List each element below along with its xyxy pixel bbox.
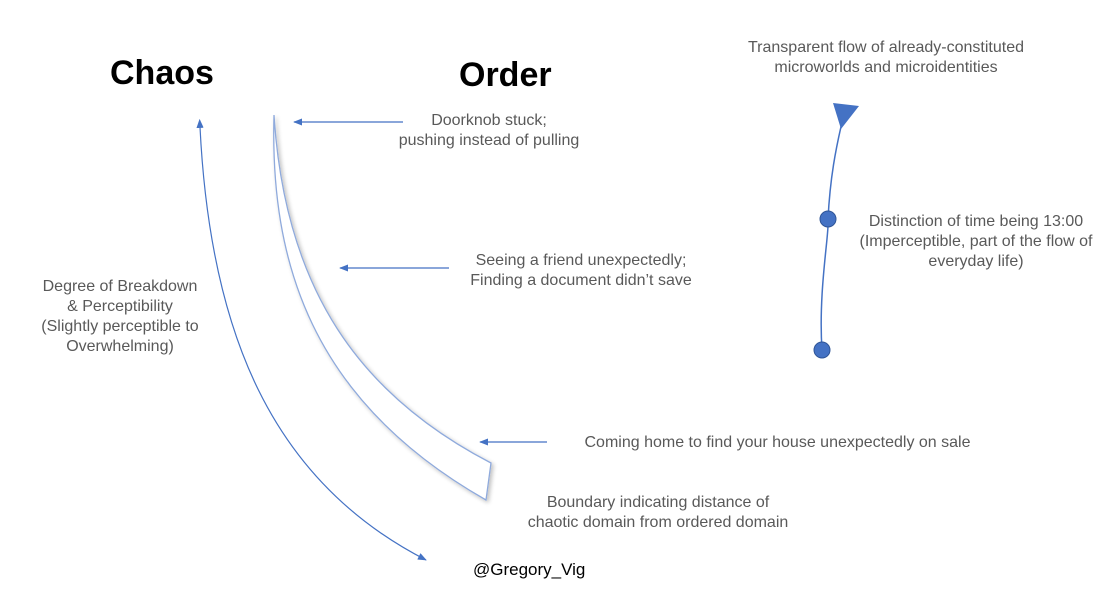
author-credit: @Gregory_Vig bbox=[473, 560, 586, 579]
order-title: Order bbox=[459, 56, 552, 94]
boundary-line-2: chaotic domain from ordered domain bbox=[527, 514, 789, 531]
house-label: Coming home to find your house unexpecte… bbox=[550, 433, 1005, 453]
boundary-crescent-shape bbox=[273, 114, 492, 502]
doorknob-label: Doorknob stuck; pushing instead of pulli… bbox=[369, 111, 609, 151]
transparent-flow-line-2: microworlds and microidentities bbox=[774, 59, 998, 76]
friend-line-2: Finding a document didn’t save bbox=[470, 272, 692, 289]
chaos-title: Chaos bbox=[110, 54, 214, 92]
transparent-flow-line-1: Transparent flow of already-constituted bbox=[748, 39, 1024, 56]
breakdown-scale-arrow bbox=[196, 118, 427, 561]
breakdown-line-4: Overwhelming) bbox=[66, 338, 174, 355]
house-line-1: Coming home to find your house unexpecte… bbox=[584, 434, 971, 451]
friend-label: Seeing a friend unexpectedly; Finding a … bbox=[440, 251, 722, 291]
transparent-flow-label: Transparent flow of already-constituted … bbox=[716, 38, 1056, 78]
boundary-label: Boundary indicating distance of chaotic … bbox=[490, 493, 826, 533]
breakdown-line-1: Degree of Breakdown bbox=[42, 278, 198, 295]
breakdown-label: Degree of Breakdown & Perceptibility (Sl… bbox=[20, 277, 220, 357]
distinction-line-1: Distinction of time being 13:00 bbox=[868, 213, 1084, 230]
doorknob-line-1: Doorknob stuck; bbox=[431, 112, 547, 129]
friend-line-1: Seeing a friend unexpectedly; bbox=[475, 252, 687, 269]
doorknob-line-2: pushing instead of pulling bbox=[398, 132, 580, 149]
distinction-line-2: (Imperceptible, part of the flow of bbox=[859, 233, 1093, 250]
boundary-line-1: Boundary indicating distance of bbox=[546, 494, 770, 511]
distinction-label: Distinction of time being 13:00 (Imperce… bbox=[838, 212, 1114, 272]
flow-start-point bbox=[813, 341, 831, 359]
breakdown-line-3: (Slightly perceptible to bbox=[41, 318, 199, 335]
breakdown-line-2: & Perceptibility bbox=[67, 298, 173, 315]
flow-direction-triangle bbox=[833, 103, 859, 129]
distinction-line-3: everyday life) bbox=[928, 253, 1024, 270]
distinction-point bbox=[819, 210, 837, 228]
